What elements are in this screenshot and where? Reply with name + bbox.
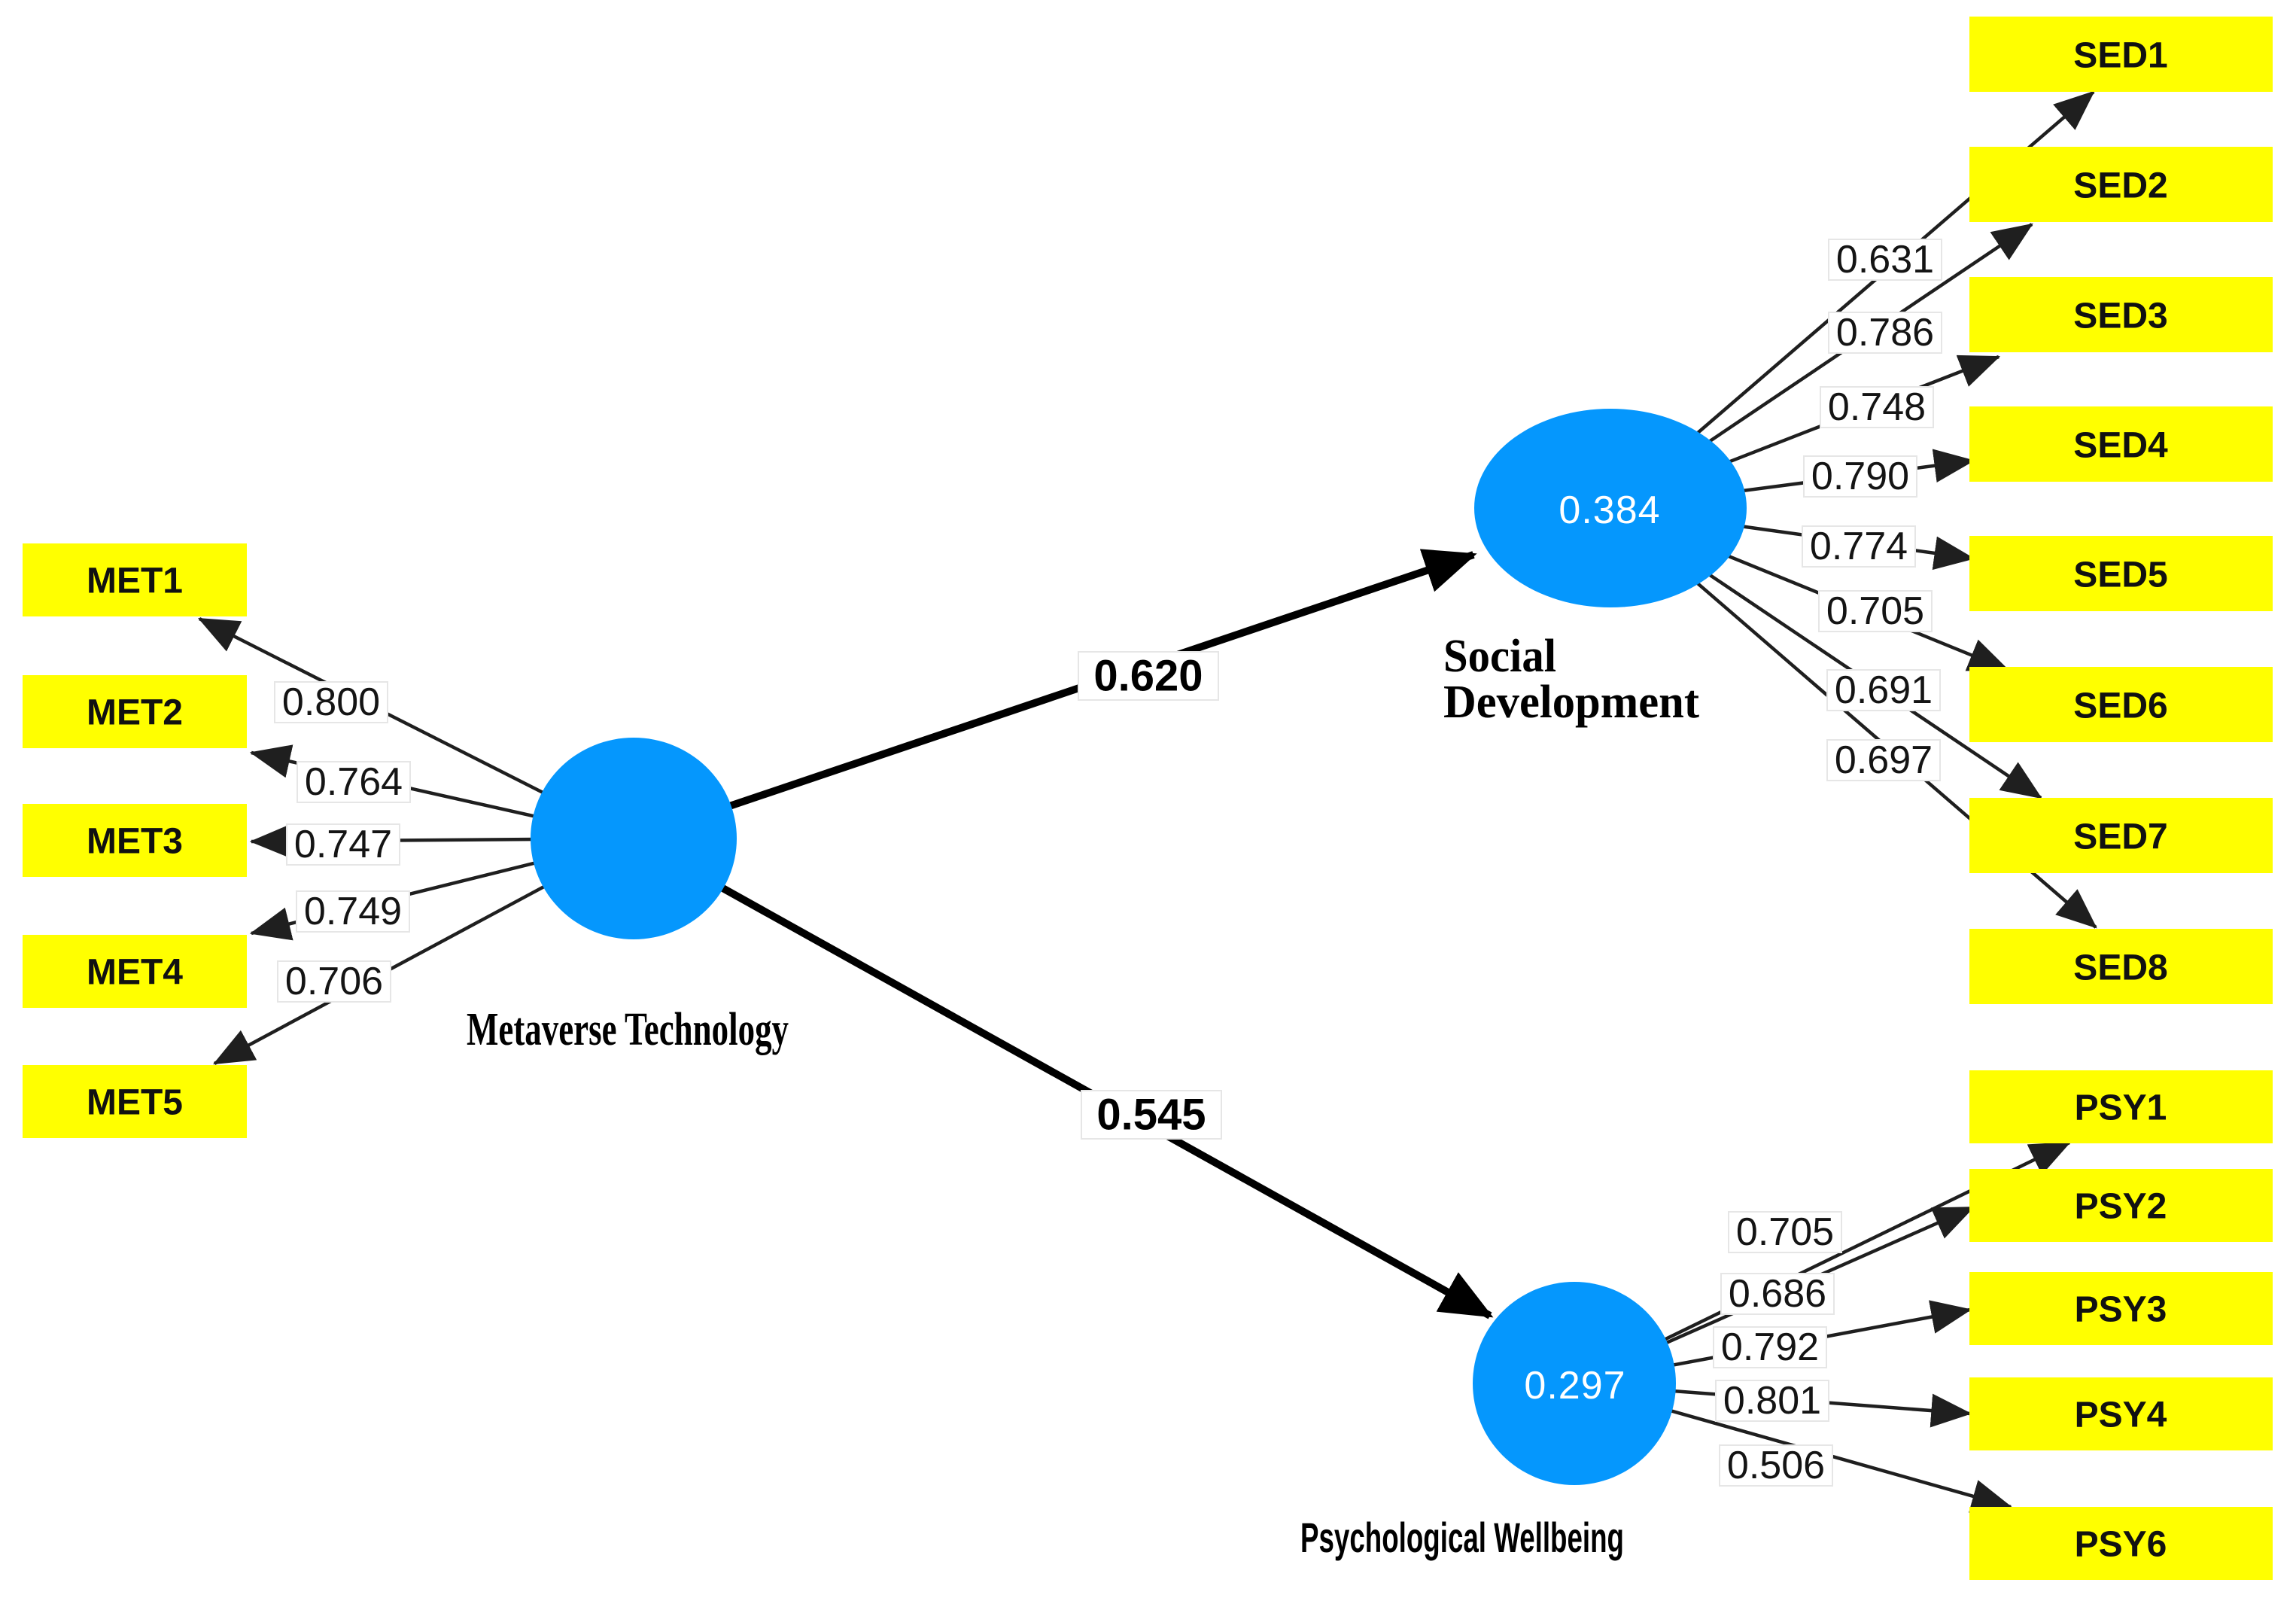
indicator-box-sed6	[1969, 667, 2273, 742]
loading-value-sed2: 0.786	[1836, 311, 1934, 355]
loading-value-sed7: 0.691	[1835, 668, 1933, 712]
structural-path-arrows	[631, 549, 1494, 1319]
indicator-box-sed2	[1969, 147, 2273, 222]
loading-chip-met2	[297, 761, 411, 803]
loading-value-sed5: 0.774	[1810, 525, 1908, 568]
construct-name-social-line1: Social	[1443, 631, 1556, 682]
indicator-label-sed7: SED7	[2073, 817, 2167, 857]
indicator-box-sed1	[1969, 17, 2273, 92]
construct-ellipse-social	[1474, 409, 1747, 607]
path-coefficient-metaverse-to-psychological: 0.545	[1096, 1091, 1206, 1140]
indicator-label-psy6: PSY6	[2075, 1525, 2167, 1565]
loading-chip-psy2	[1720, 1273, 1835, 1315]
indicator-box-psy6	[1969, 1507, 2273, 1580]
indicator-column-psy: PSY1 PSY2 PSY3 PSY4 PSY6	[1969, 1070, 2273, 1580]
indicator-box-psy1	[1969, 1070, 2273, 1143]
indicator-box-met3	[23, 804, 247, 877]
indicator-column-met: MET1 MET2 MET3 MET4 MET5	[23, 543, 247, 1138]
construct-name-social-line2: Development	[1443, 677, 1699, 728]
construct-name-psychological: Psychological Wellbeing	[1300, 1514, 1624, 1561]
indicator-label-sed8: SED8	[2073, 948, 2167, 988]
loading-value-sed8: 0.697	[1835, 738, 1933, 782]
path-arrow-metaverse-to-psychological	[631, 835, 1494, 1319]
r-squared-psychological: 0.297	[1524, 1364, 1625, 1408]
indicator-box-met2	[23, 675, 247, 748]
loading-chip-psy3	[1713, 1326, 1827, 1368]
loading-chip-met5	[277, 960, 391, 1003]
indicator-label-sed2: SED2	[2073, 166, 2167, 206]
loading-value-met1: 0.800	[282, 680, 380, 724]
indicator-label-sed5: SED5	[2073, 555, 2167, 595]
loading-chip-sed2	[1828, 312, 1942, 354]
indicator-box-met4	[23, 935, 247, 1008]
r-squared-social: 0.384	[1559, 488, 1660, 532]
loading-value-met2: 0.764	[305, 760, 403, 804]
loading-value-sed3: 0.748	[1828, 385, 1926, 429]
indicator-column-sed: SED1 SED2 SED3 SED4 SED5 SED6 SED7 SED8	[1969, 17, 2273, 1004]
loading-values-psy: 0.705 0.686 0.792 0.801 0.506	[1713, 1210, 1842, 1487]
loading-chip-met4	[296, 890, 410, 933]
indicator-box-psy4	[1969, 1377, 2273, 1450]
indicator-label-met2: MET2	[87, 693, 183, 733]
loading-value-psy2: 0.686	[1729, 1272, 1826, 1316]
indicator-box-psy3	[1969, 1272, 2273, 1345]
loading-chip-sed7	[1826, 669, 1941, 711]
loading-chip-met1	[274, 681, 388, 723]
indicator-label-met5: MET5	[87, 1083, 183, 1123]
indicator-box-sed5	[1969, 536, 2273, 611]
loading-value-psy4: 0.801	[1723, 1379, 1821, 1423]
indicator-label-sed6: SED6	[2073, 686, 2167, 726]
indicator-box-met5	[23, 1065, 247, 1138]
loading-value-sed1: 0.631	[1836, 238, 1934, 282]
loading-chip-met3	[286, 823, 400, 866]
path-coefficient-metaverse-to-social: 0.620	[1093, 652, 1203, 701]
path-coefficient-chip-psychological	[1081, 1090, 1222, 1140]
loading-chip-sed4	[1803, 455, 1917, 498]
loading-chip-sed5	[1802, 525, 1916, 568]
loading-value-psy6: 0.506	[1727, 1444, 1825, 1487]
loading-value-sed4: 0.790	[1811, 455, 1909, 498]
loading-value-met5: 0.706	[285, 960, 383, 1003]
loading-chip-psy6	[1719, 1444, 1833, 1487]
loading-value-sed6: 0.705	[1826, 589, 1924, 633]
loading-value-met4: 0.749	[304, 890, 402, 933]
indicator-box-met1	[23, 543, 247, 616]
construct-ellipse-psychological	[1473, 1282, 1676, 1485]
indicator-box-sed8	[1969, 929, 2273, 1004]
indicator-label-met4: MET4	[87, 953, 183, 993]
loading-chip-psy4	[1715, 1380, 1829, 1422]
loading-chip-psy1	[1728, 1211, 1842, 1253]
construct-name-metaverse: Metaverse Technology	[467, 1004, 789, 1055]
loading-values-sed: 0.631 0.786 0.748 0.790 0.774 0.705 0.69…	[1802, 238, 1942, 782]
loading-value-psy3: 0.792	[1721, 1325, 1819, 1369]
loading-chip-sed6	[1818, 590, 1933, 632]
indicator-label-sed4: SED4	[2073, 426, 2168, 466]
loading-chip-sed8	[1826, 739, 1941, 781]
indicator-box-sed4	[1969, 406, 2273, 482]
loading-chip-sed3	[1820, 386, 1934, 428]
loading-value-met3: 0.747	[294, 823, 392, 866]
loading-value-psy1: 0.705	[1736, 1210, 1834, 1254]
construct-ellipse-metaverse	[531, 738, 737, 939]
indicator-label-met3: MET3	[87, 822, 183, 862]
indicator-label-sed1: SED1	[2073, 36, 2167, 76]
indicator-label-psy1: PSY1	[2075, 1088, 2167, 1128]
indicator-label-psy4: PSY4	[2075, 1395, 2167, 1435]
indicator-label-sed3: SED3	[2073, 297, 2167, 336]
indicator-label-psy3: PSY3	[2075, 1290, 2167, 1330]
path-coefficients: 0.620 0.545	[1078, 651, 1222, 1140]
loading-values-met: 0.800 0.764 0.747 0.749 0.706	[274, 680, 411, 1003]
indicator-label-psy2: PSY2	[2075, 1187, 2167, 1227]
path-arrow-metaverse-to-social	[632, 549, 1477, 842]
loading-chip-sed1	[1828, 239, 1942, 281]
indicator-box-sed7	[1969, 798, 2273, 873]
indicator-box-sed3	[1969, 277, 2273, 352]
indicator-box-psy2	[1969, 1169, 2273, 1242]
path-coefficient-chip-social	[1078, 651, 1219, 701]
indicator-label-met1: MET1	[87, 562, 183, 601]
